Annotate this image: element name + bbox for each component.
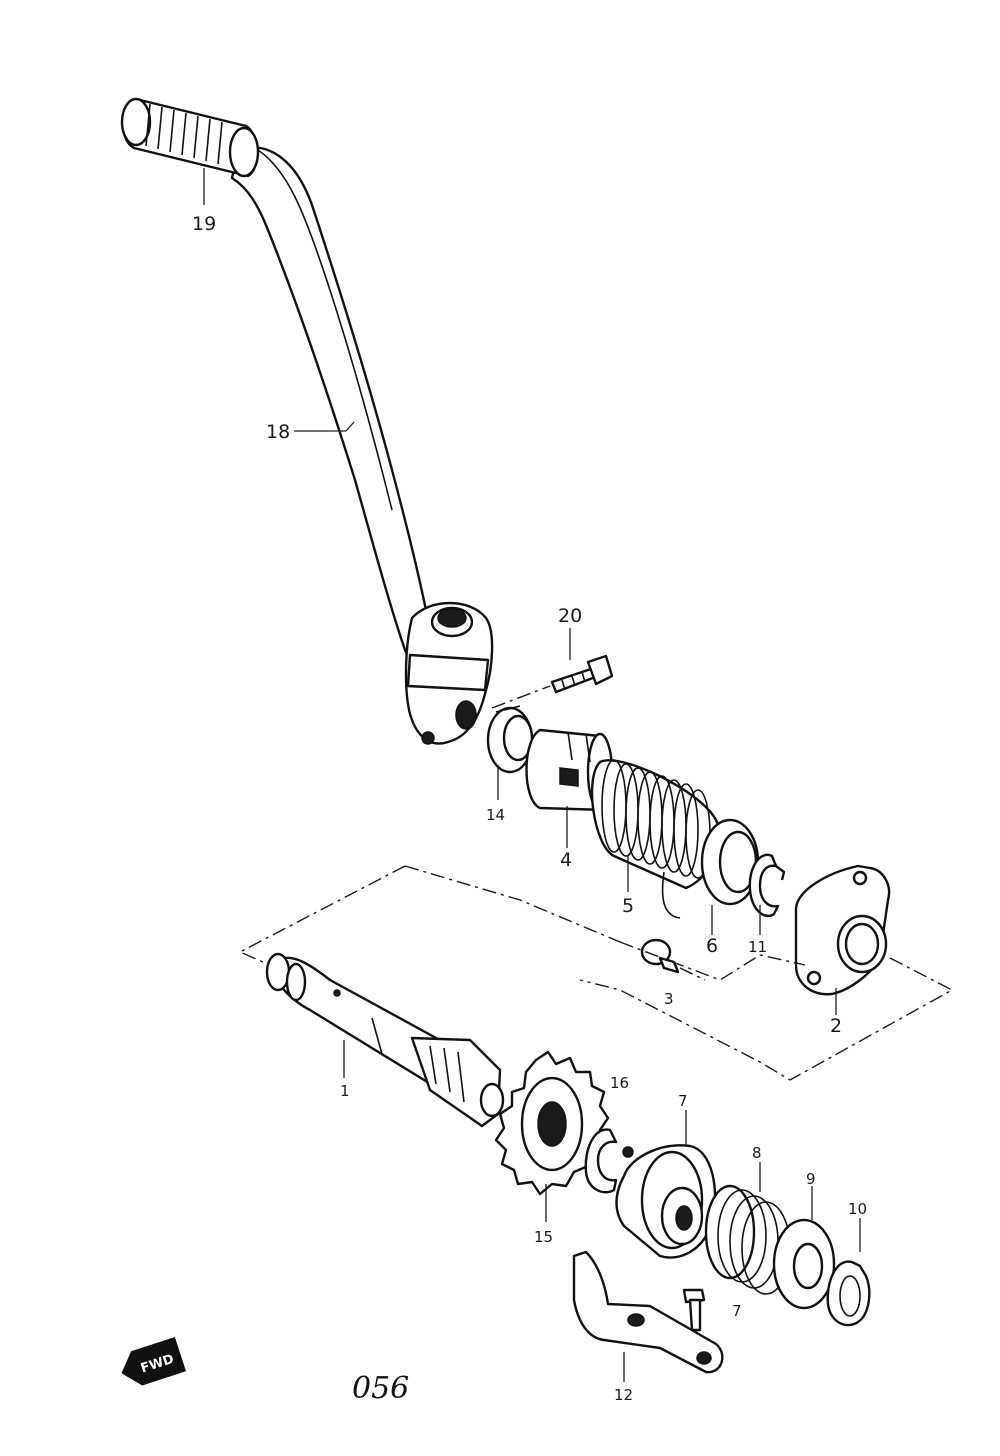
- callout-4: 4: [560, 849, 572, 871]
- callout-2: 2: [830, 1015, 842, 1037]
- callout-3: 3: [664, 990, 674, 1008]
- leader-lines: [203, 168, 861, 1382]
- return-spring: [590, 759, 722, 919]
- callout-18: 18: [266, 421, 290, 443]
- thrust-washer: [772, 1218, 836, 1310]
- kick-grip-rubber: [120, 97, 260, 178]
- callout-19: 19: [192, 213, 216, 235]
- callout-16: 16: [610, 1074, 629, 1092]
- kick-lever-arm: [230, 146, 442, 662]
- lever-bolt: [550, 654, 614, 694]
- callout-6: 6: [706, 935, 718, 957]
- callout-20: 20: [558, 605, 582, 627]
- callout-15: 15: [534, 1228, 553, 1246]
- callout-5: 5: [622, 895, 634, 917]
- page-code: 056: [352, 1371, 409, 1406]
- oil-seal: [486, 705, 534, 774]
- kick-lever-clamp: [404, 601, 494, 745]
- forward-arrow-icon: FWD: [121, 1336, 186, 1386]
- callout-1: 1: [340, 1082, 350, 1100]
- callout-8: 8: [752, 1144, 762, 1162]
- kick-starter-cap: [794, 864, 891, 996]
- end-circlip: [826, 1260, 871, 1327]
- callout-14: 14: [486, 806, 505, 824]
- callout-11: 11: [748, 938, 767, 956]
- circlip-upper: [748, 853, 786, 918]
- kick-starter-gear: [494, 1050, 610, 1196]
- kick-starter-shaft: [265, 952, 505, 1128]
- callout-7: 7: [678, 1092, 688, 1110]
- spring-guide-ring: [700, 818, 760, 906]
- stopper-bolt: [682, 1288, 706, 1332]
- callout-9: 9: [806, 1170, 816, 1188]
- callouts: 19 18 20 14 4 5 6 11 3 2 1 16 7 8 9 10 1…: [192, 213, 867, 1404]
- circlip-lower: [584, 1128, 634, 1194]
- callout-12: 12: [614, 1386, 633, 1404]
- stopper-plate: [572, 1250, 724, 1374]
- callout-7b: 7: [732, 1302, 742, 1320]
- ratchet-gear: [615, 1144, 717, 1259]
- callout-10: 10: [848, 1200, 867, 1218]
- cap-screw: [640, 938, 680, 974]
